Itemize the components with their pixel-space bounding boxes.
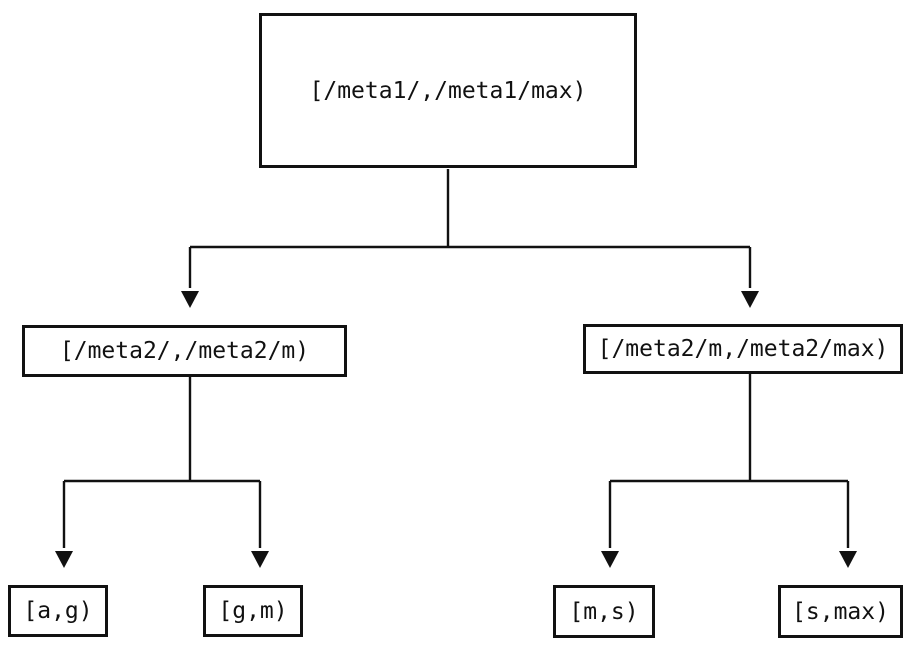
arrowhead-down-icon [601,551,619,568]
tree-leaf-ag: [a,g) [8,585,108,637]
arrowhead-down-icon [55,551,73,568]
tree-node-left-child: [/meta2/,/meta2/m) [22,325,347,377]
arrowhead-down-icon [251,551,269,568]
arrowhead-down-icon [741,291,759,308]
tree-leaf-gm: [g,m) [203,585,303,637]
connector-root-to-children [181,169,759,308]
tree-node-right-child: [/meta2/m,/meta2/max) [583,324,903,374]
arrowhead-down-icon [181,291,199,308]
arrowhead-down-icon [839,551,857,568]
tree-node-root: [/meta1/,/meta1/max) [259,13,637,168]
tree-leaf-ms: [m,s) [553,585,655,638]
connector-right-to-leaves [601,374,857,568]
connector-left-to-leaves [55,377,269,568]
tree-leaf-smax: [s,max) [778,585,903,638]
